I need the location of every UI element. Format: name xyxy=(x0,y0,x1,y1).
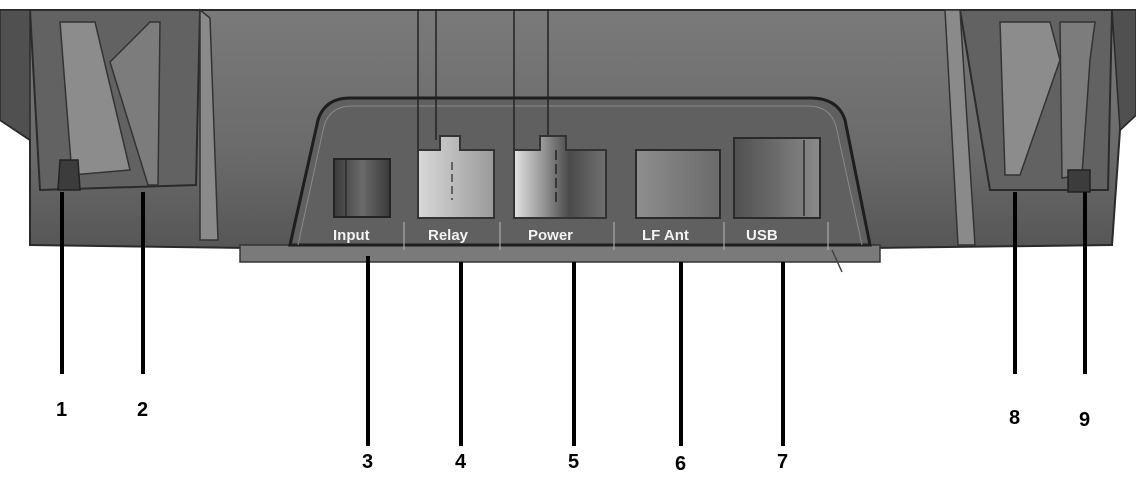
left-edge xyxy=(0,10,30,140)
callout-2: 2 xyxy=(137,400,148,420)
callout-3: 3 xyxy=(362,452,373,472)
port-usb xyxy=(734,138,820,218)
port-label-lf-ant: LF Ant xyxy=(642,227,689,244)
callout-5: 5 xyxy=(568,452,579,472)
port-label-relay: Relay xyxy=(428,227,469,244)
housing-bottom-lip xyxy=(240,245,880,262)
callout-4: 4 xyxy=(455,452,466,472)
port-label-input: Input xyxy=(333,227,370,244)
callout-6: 6 xyxy=(675,454,686,474)
callout-8: 8 xyxy=(1009,408,1020,428)
port-label-usb: USB xyxy=(746,227,778,244)
left-clip-tab xyxy=(58,160,80,190)
port-label-power: Power xyxy=(528,227,573,244)
callout-1: 1 xyxy=(56,400,67,420)
callout-7: 7 xyxy=(777,452,788,472)
port-lf-ant xyxy=(636,150,720,218)
callout-9: 9 xyxy=(1079,410,1090,430)
port-input xyxy=(334,159,390,217)
right-clip-tab xyxy=(1068,170,1090,192)
